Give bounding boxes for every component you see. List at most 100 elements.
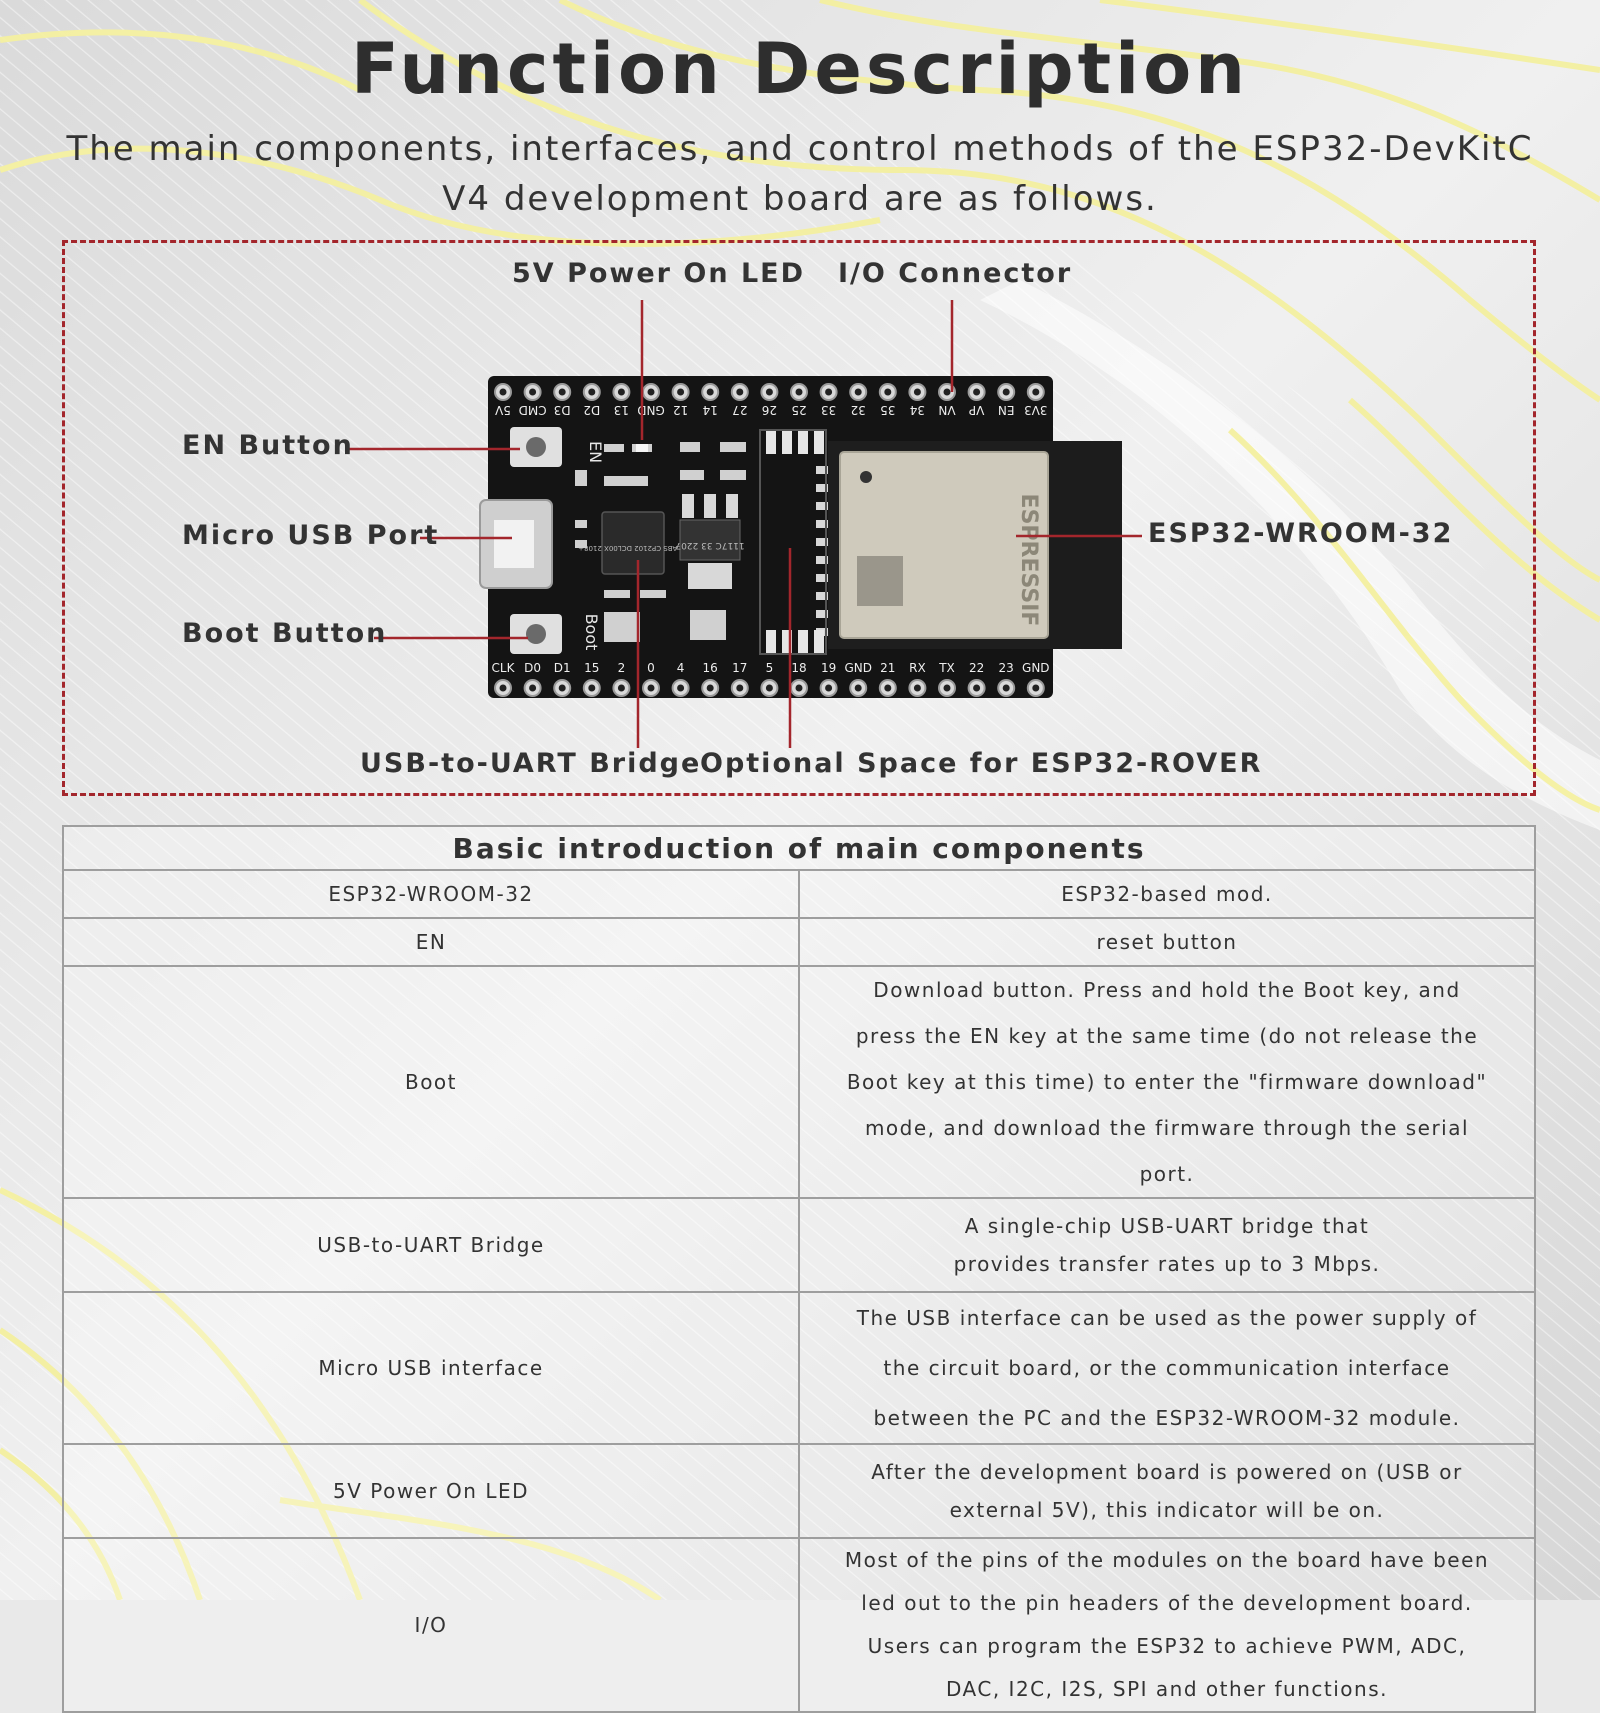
header-pin-hole	[736, 684, 744, 692]
header-pin-hole	[1002, 388, 1010, 396]
table-row: Micro USB interface The USB interface ca…	[62, 1291, 1536, 1445]
header-pin-hole	[617, 684, 625, 692]
row-desc: ESP32-based mod.	[798, 869, 1536, 919]
pin-label: 17	[732, 661, 747, 675]
pin-label: 4	[677, 661, 685, 675]
callout-esp32-wroom: ESP32-WROOM-32	[1148, 518, 1454, 549]
module-pin1-dot	[860, 471, 872, 483]
pin-label: 35	[880, 403, 895, 417]
header-pin-hole	[913, 684, 921, 692]
chip-silk: SILABS CP2102 DCL00X 2108+	[578, 544, 688, 552]
pin-label: VN	[938, 403, 955, 417]
header-pin-hole	[884, 684, 892, 692]
pin-label: 2	[618, 661, 626, 675]
pin-label: CMD	[519, 403, 547, 417]
callout-rover-space: Optional Space for ESP32-ROVER	[700, 748, 1263, 779]
boot-button-cap	[526, 624, 546, 644]
pin-label: 33	[821, 403, 836, 417]
pin-label: 26	[762, 403, 777, 417]
callout-micro-usb: Micro USB Port	[182, 520, 440, 551]
header-pin-hole	[499, 388, 507, 396]
pin-label: CLK	[492, 661, 516, 675]
header-pin-hole	[499, 684, 507, 692]
en-silk: EN	[586, 441, 605, 463]
header-pin-hole	[765, 684, 773, 692]
pin-label: 5V	[494, 403, 511, 417]
table-heading: Basic introduction of main components	[62, 825, 1536, 871]
rover-outline	[759, 429, 827, 655]
header-pin-hole	[943, 684, 951, 692]
header-pin-hole	[677, 388, 685, 396]
pin-label: 21	[880, 661, 895, 675]
header-pin-hole	[647, 684, 655, 692]
header-pin-hole	[1002, 684, 1010, 692]
pin-label: 12	[673, 403, 688, 417]
table-row: USB-to-UART Bridge A single-chip USB-UAR…	[62, 1197, 1536, 1293]
header-pin-hole	[1032, 684, 1040, 692]
pin-label: 27	[732, 403, 747, 417]
pin-label: TX	[938, 661, 955, 675]
callout-en-button: EN Button	[182, 430, 354, 461]
header-pin-hole	[854, 388, 862, 396]
en-button-cap	[526, 437, 546, 457]
esp32-devkitc-board: ESPRESSIF EN Boot SILABS CP2102 DCL00X 2…	[479, 376, 1122, 698]
module-qr	[857, 556, 903, 606]
row-name: EN	[62, 917, 800, 967]
row-name: USB-to-UART Bridge	[62, 1197, 800, 1293]
pin-label: 25	[791, 403, 806, 417]
regulator-body	[679, 519, 741, 561]
header-pin-hole	[558, 684, 566, 692]
pin-label: D1	[554, 661, 571, 675]
pin-label: 16	[703, 661, 718, 675]
pin-label: 34	[910, 403, 925, 417]
table-row: Boot Download button. Press and hold the…	[62, 965, 1536, 1199]
regulator-silk: 1117C 33 2207	[675, 540, 744, 550]
pin-label: GND	[637, 403, 665, 417]
row-desc: The USB interface can be used as the pow…	[798, 1291, 1536, 1445]
row-desc: A single-chip USB-UART bridge that provi…	[798, 1197, 1536, 1293]
pin-label: VP	[969, 403, 984, 417]
header-pin-hole	[795, 684, 803, 692]
row-name: ESP32-WROOM-32	[62, 869, 800, 919]
row-name: 5V Power On LED	[62, 1443, 800, 1539]
pin-label: GND	[1022, 661, 1050, 675]
pin-label: EN	[998, 403, 1015, 417]
header-pin-hole	[588, 388, 596, 396]
callout-usb-uart-bridge: USB-to-UART Bridge	[360, 748, 702, 779]
header-pin-hole	[677, 684, 685, 692]
pin-label: 5	[766, 661, 774, 675]
header-pin-hole	[1032, 388, 1040, 396]
header-pin-hole	[765, 388, 773, 396]
header-pin-hole	[529, 684, 537, 692]
header-pin-hole	[854, 684, 862, 692]
pin-label: 18	[791, 661, 806, 675]
callout-io-connector: I/O Connector	[838, 258, 1073, 289]
header-pin-hole	[795, 388, 803, 396]
row-desc: After the development board is powered o…	[798, 1443, 1536, 1539]
boot-silk: Boot	[582, 614, 601, 651]
row-desc: Download button. Press and hold the Boot…	[798, 965, 1536, 1199]
pin-label: 14	[703, 403, 718, 417]
table-row: ESP32-WROOM-32 ESP32-based mod.	[62, 869, 1536, 919]
module-brand-text: ESPRESSIF	[1016, 494, 1041, 627]
pin-label: 0	[647, 661, 655, 675]
table-heading-row: Basic introduction of main components	[62, 825, 1536, 871]
header-pin-hole	[529, 388, 537, 396]
module-antenna	[1040, 441, 1122, 649]
diagram-frame	[62, 240, 1536, 796]
header-pin-hole	[943, 388, 951, 396]
pin-label: RX	[909, 661, 926, 675]
page-subtitle: The main components, interfaces, and con…	[66, 129, 1534, 219]
usb-uart-chip	[601, 511, 665, 575]
row-name: Micro USB interface	[62, 1291, 800, 1445]
pin-label: 3V3	[1024, 403, 1047, 417]
header-pin-hole	[736, 388, 744, 396]
table-row: EN reset button	[62, 917, 1536, 967]
pin-label: 19	[821, 661, 836, 675]
header-pin-hole	[825, 388, 833, 396]
header-pin-hole	[825, 684, 833, 692]
header-pin-hole	[647, 388, 655, 396]
header-pin-hole	[913, 388, 921, 396]
table-row: 5V Power On LED After the development bo…	[62, 1443, 1536, 1539]
